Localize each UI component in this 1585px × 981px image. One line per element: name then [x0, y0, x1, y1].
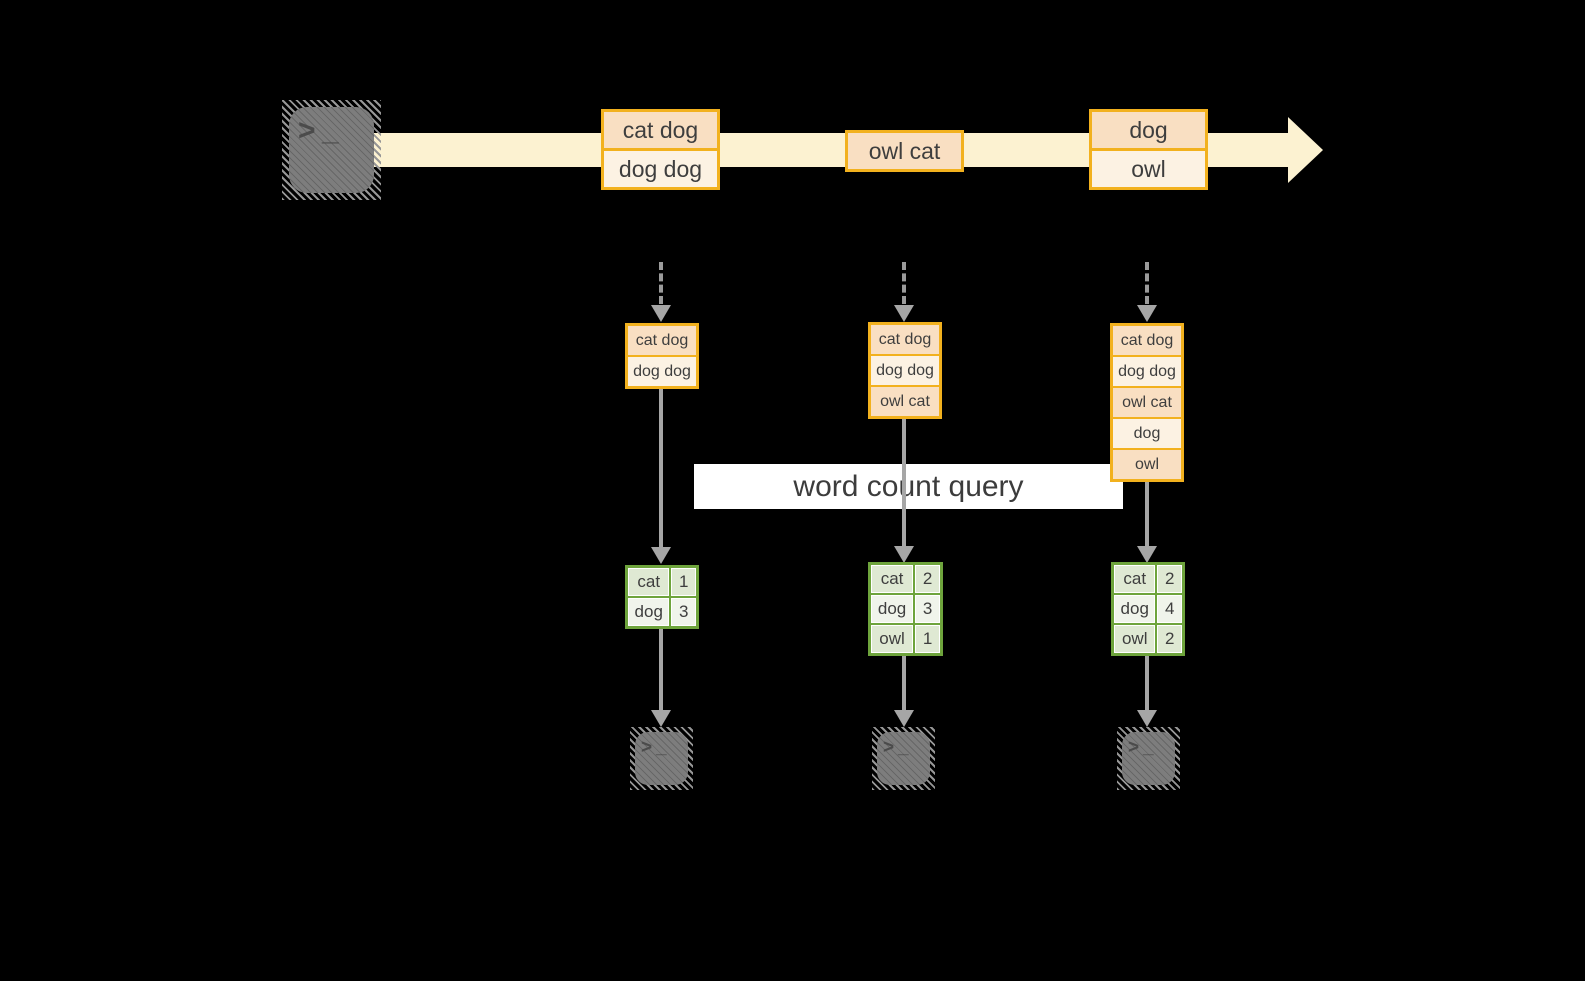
table-row: dog 4 [1114, 595, 1182, 623]
terminal-chevron-icon: > [883, 737, 895, 758]
stream-batch-3: dog owl [1089, 109, 1208, 190]
query-label: word count query [793, 469, 1024, 503]
terminal-body [1122, 732, 1175, 785]
dashed-arrow-line [659, 262, 663, 304]
arrow-line [659, 629, 663, 710]
arrow-head-icon [1137, 546, 1157, 563]
count-value: 2 [1157, 625, 1182, 653]
state-record: owl cat [871, 385, 939, 416]
count-value: 1 [671, 568, 696, 596]
query-label-band: word count query [694, 464, 1123, 509]
count-word: cat [628, 568, 670, 596]
dashed-arrow-head-icon [1137, 305, 1157, 322]
table-row: dog 3 [628, 598, 696, 626]
stream-record: owl [1092, 148, 1205, 187]
stream-batch-2: owl cat [845, 130, 964, 172]
dashed-arrow-head-icon [894, 305, 914, 322]
arrow-line [1145, 656, 1149, 710]
count-table-2: cat 2 dog 3 owl 1 [868, 562, 943, 656]
state-record: dog dog [628, 355, 696, 386]
dashed-arrow-line [902, 262, 906, 304]
table-row: cat 2 [1114, 565, 1182, 593]
count-word: owl [871, 625, 914, 653]
stream-record: dog dog [604, 148, 717, 187]
arrow-head-icon [1137, 710, 1157, 727]
sink-terminal-icon-1: > _ [630, 727, 693, 790]
terminal-chevron-icon: > [641, 737, 653, 758]
sink-terminal-icon-2: > _ [872, 727, 935, 790]
state-record: owl [1113, 448, 1181, 479]
arrow-line [659, 387, 663, 547]
count-word: dog [1114, 595, 1156, 623]
terminal-chevron-icon: > [1128, 737, 1140, 758]
arrow-head-icon [651, 547, 671, 564]
stream-batch-1: cat dog dog dog [601, 109, 720, 190]
arrow-head-icon [894, 710, 914, 727]
count-value: 3 [671, 598, 696, 626]
dashed-arrow-head-icon [651, 305, 671, 322]
terminal-underscore-icon: _ [898, 737, 909, 758]
count-word: cat [1114, 565, 1156, 593]
count-word: dog [871, 595, 914, 623]
terminal-underscore-icon: _ [322, 114, 339, 147]
state-record: cat dog [1113, 326, 1181, 355]
stream-record: owl cat [848, 133, 961, 169]
arrow-line [1145, 477, 1149, 546]
state-record: dog [1113, 417, 1181, 448]
table-row: cat 2 [871, 565, 940, 593]
count-value: 2 [1157, 565, 1182, 593]
terminal-underscore-icon: _ [656, 737, 667, 758]
table-row: owl 2 [1114, 625, 1182, 653]
terminal-body [877, 732, 930, 785]
arrow-line [902, 656, 906, 710]
count-value: 2 [915, 565, 940, 593]
stream-arrowhead-icon [1288, 117, 1323, 183]
state-box-3: cat dog dog dog owl cat dog owl [1110, 323, 1184, 482]
terminal-body [289, 107, 374, 193]
sink-terminal-icon-3: > _ [1117, 727, 1180, 790]
count-table-1: cat 1 dog 3 [625, 565, 699, 629]
state-record: cat dog [871, 325, 939, 354]
state-box-1: cat dog dog dog [625, 323, 699, 389]
terminal-body [635, 732, 688, 785]
count-table-3: cat 2 dog 4 owl 2 [1111, 562, 1185, 656]
state-record: dog dog [1113, 355, 1181, 386]
count-value: 4 [1157, 595, 1182, 623]
source-terminal-icon: > _ [282, 100, 381, 200]
count-value: 3 [915, 595, 940, 623]
arrow-head-icon [651, 710, 671, 727]
arrow-head-icon [894, 546, 914, 563]
stream-record: dog [1092, 112, 1205, 148]
count-value: 1 [915, 625, 940, 653]
count-word: dog [628, 598, 670, 626]
dashed-arrow-line [1145, 262, 1149, 304]
table-row: dog 3 [871, 595, 940, 623]
state-box-2: cat dog dog dog owl cat [868, 322, 942, 419]
table-row: cat 1 [628, 568, 696, 596]
state-record: dog dog [871, 354, 939, 385]
count-word: owl [1114, 625, 1156, 653]
state-record: cat dog [628, 326, 696, 355]
terminal-chevron-icon: > [298, 114, 316, 147]
state-record: owl cat [1113, 386, 1181, 417]
count-word: cat [871, 565, 914, 593]
terminal-underscore-icon: _ [1143, 737, 1154, 758]
table-row: owl 1 [871, 625, 940, 653]
arrow-line [902, 416, 906, 546]
stream-record: cat dog [604, 112, 717, 148]
